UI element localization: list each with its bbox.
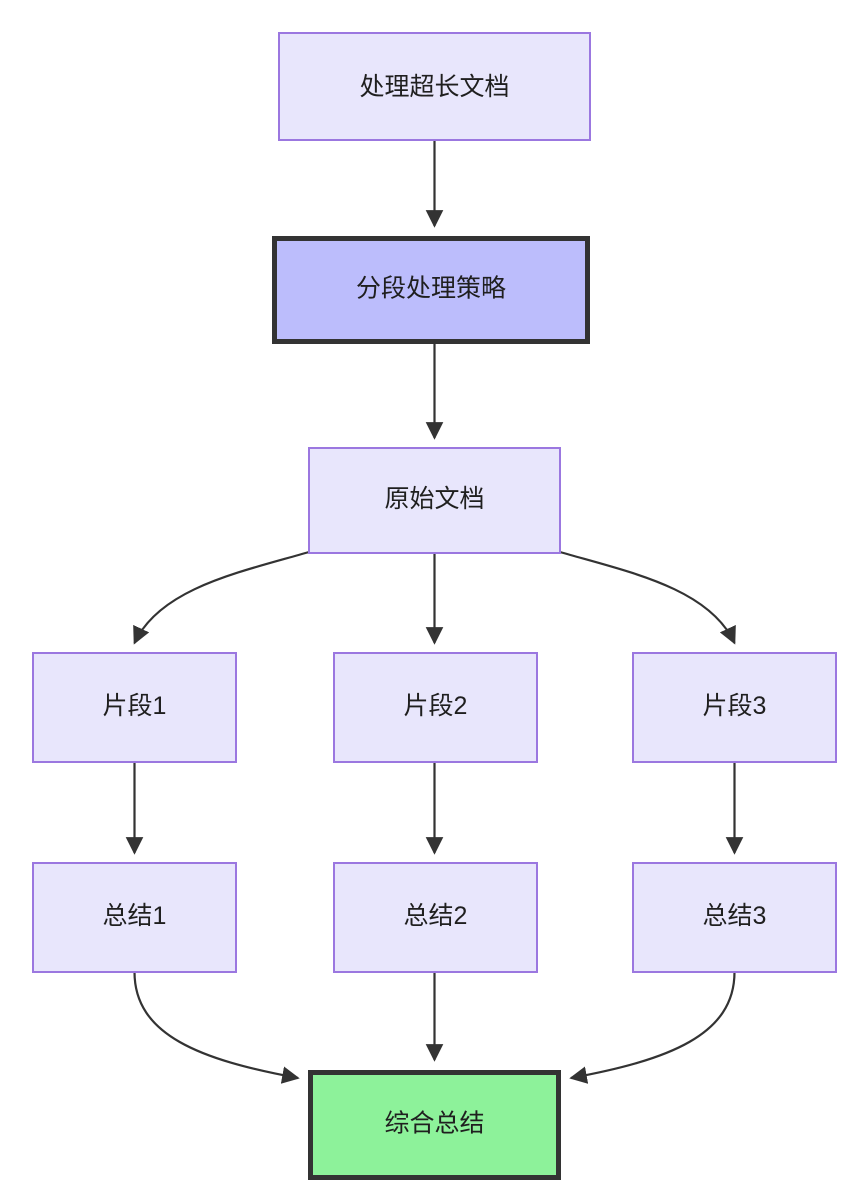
node-summary-1-box[interactable] [32, 862, 237, 973]
node-chunk-strategy[interactable]: 分段处理策略 [272, 236, 590, 344]
node-long-document[interactable]: 处理超长文档 [278, 32, 591, 141]
node-long-document-label: 处理超长文档 [359, 73, 509, 101]
node-summary-2-box[interactable] [333, 862, 538, 973]
node-fragment-3[interactable]: 片段3 [632, 652, 837, 763]
node-summary-3-label: 总结3 [703, 902, 767, 930]
edge-source-fragment1 [133, 550, 310, 645]
node-fragment-1[interactable]: 片段1 [32, 652, 237, 763]
node-summary-3[interactable]: 总结3 [632, 862, 837, 973]
node-fragment-2[interactable]: 片段2 [333, 652, 538, 763]
node-source-document-box[interactable] [308, 447, 561, 554]
node-summary-1[interactable]: 总结1 [32, 862, 237, 973]
node-summary-2-label: 总结2 [404, 902, 468, 930]
node-summary-2[interactable]: 总结2 [333, 862, 538, 973]
node-fragment-2-label: 片段2 [404, 692, 468, 720]
edge-summary3-combined [569, 971, 736, 1084]
node-long-document-box[interactable] [278, 32, 591, 141]
node-source-document[interactable]: 原始文档 [308, 447, 561, 554]
edge-layer [125, 140, 744, 1084]
node-fragment-1-label: 片段1 [103, 692, 167, 720]
node-combined-summary[interactable]: 综合总结 [308, 1070, 561, 1180]
node-fragment-1-box[interactable] [32, 652, 237, 763]
node-layer: 处理超长文档 分段处理策略 原始文档 片段1 片段2 片段3 [32, 32, 837, 1180]
node-combined-summary-label: 综合总结 [384, 1110, 484, 1138]
edge-source-fragment3 [559, 550, 736, 645]
node-chunk-strategy-label: 分段处理策略 [356, 275, 506, 303]
edge-summary1-combined [133, 971, 300, 1084]
node-summary-3-box[interactable] [632, 862, 837, 973]
node-chunk-strategy-box[interactable] [272, 236, 590, 344]
node-fragment-2-box[interactable] [333, 652, 538, 763]
node-summary-1-label: 总结1 [103, 902, 167, 930]
node-fragment-3-label: 片段3 [703, 692, 767, 720]
node-combined-summary-box[interactable] [308, 1070, 561, 1180]
node-source-document-label: 原始文档 [384, 485, 484, 513]
node-fragment-3-box[interactable] [632, 652, 837, 763]
